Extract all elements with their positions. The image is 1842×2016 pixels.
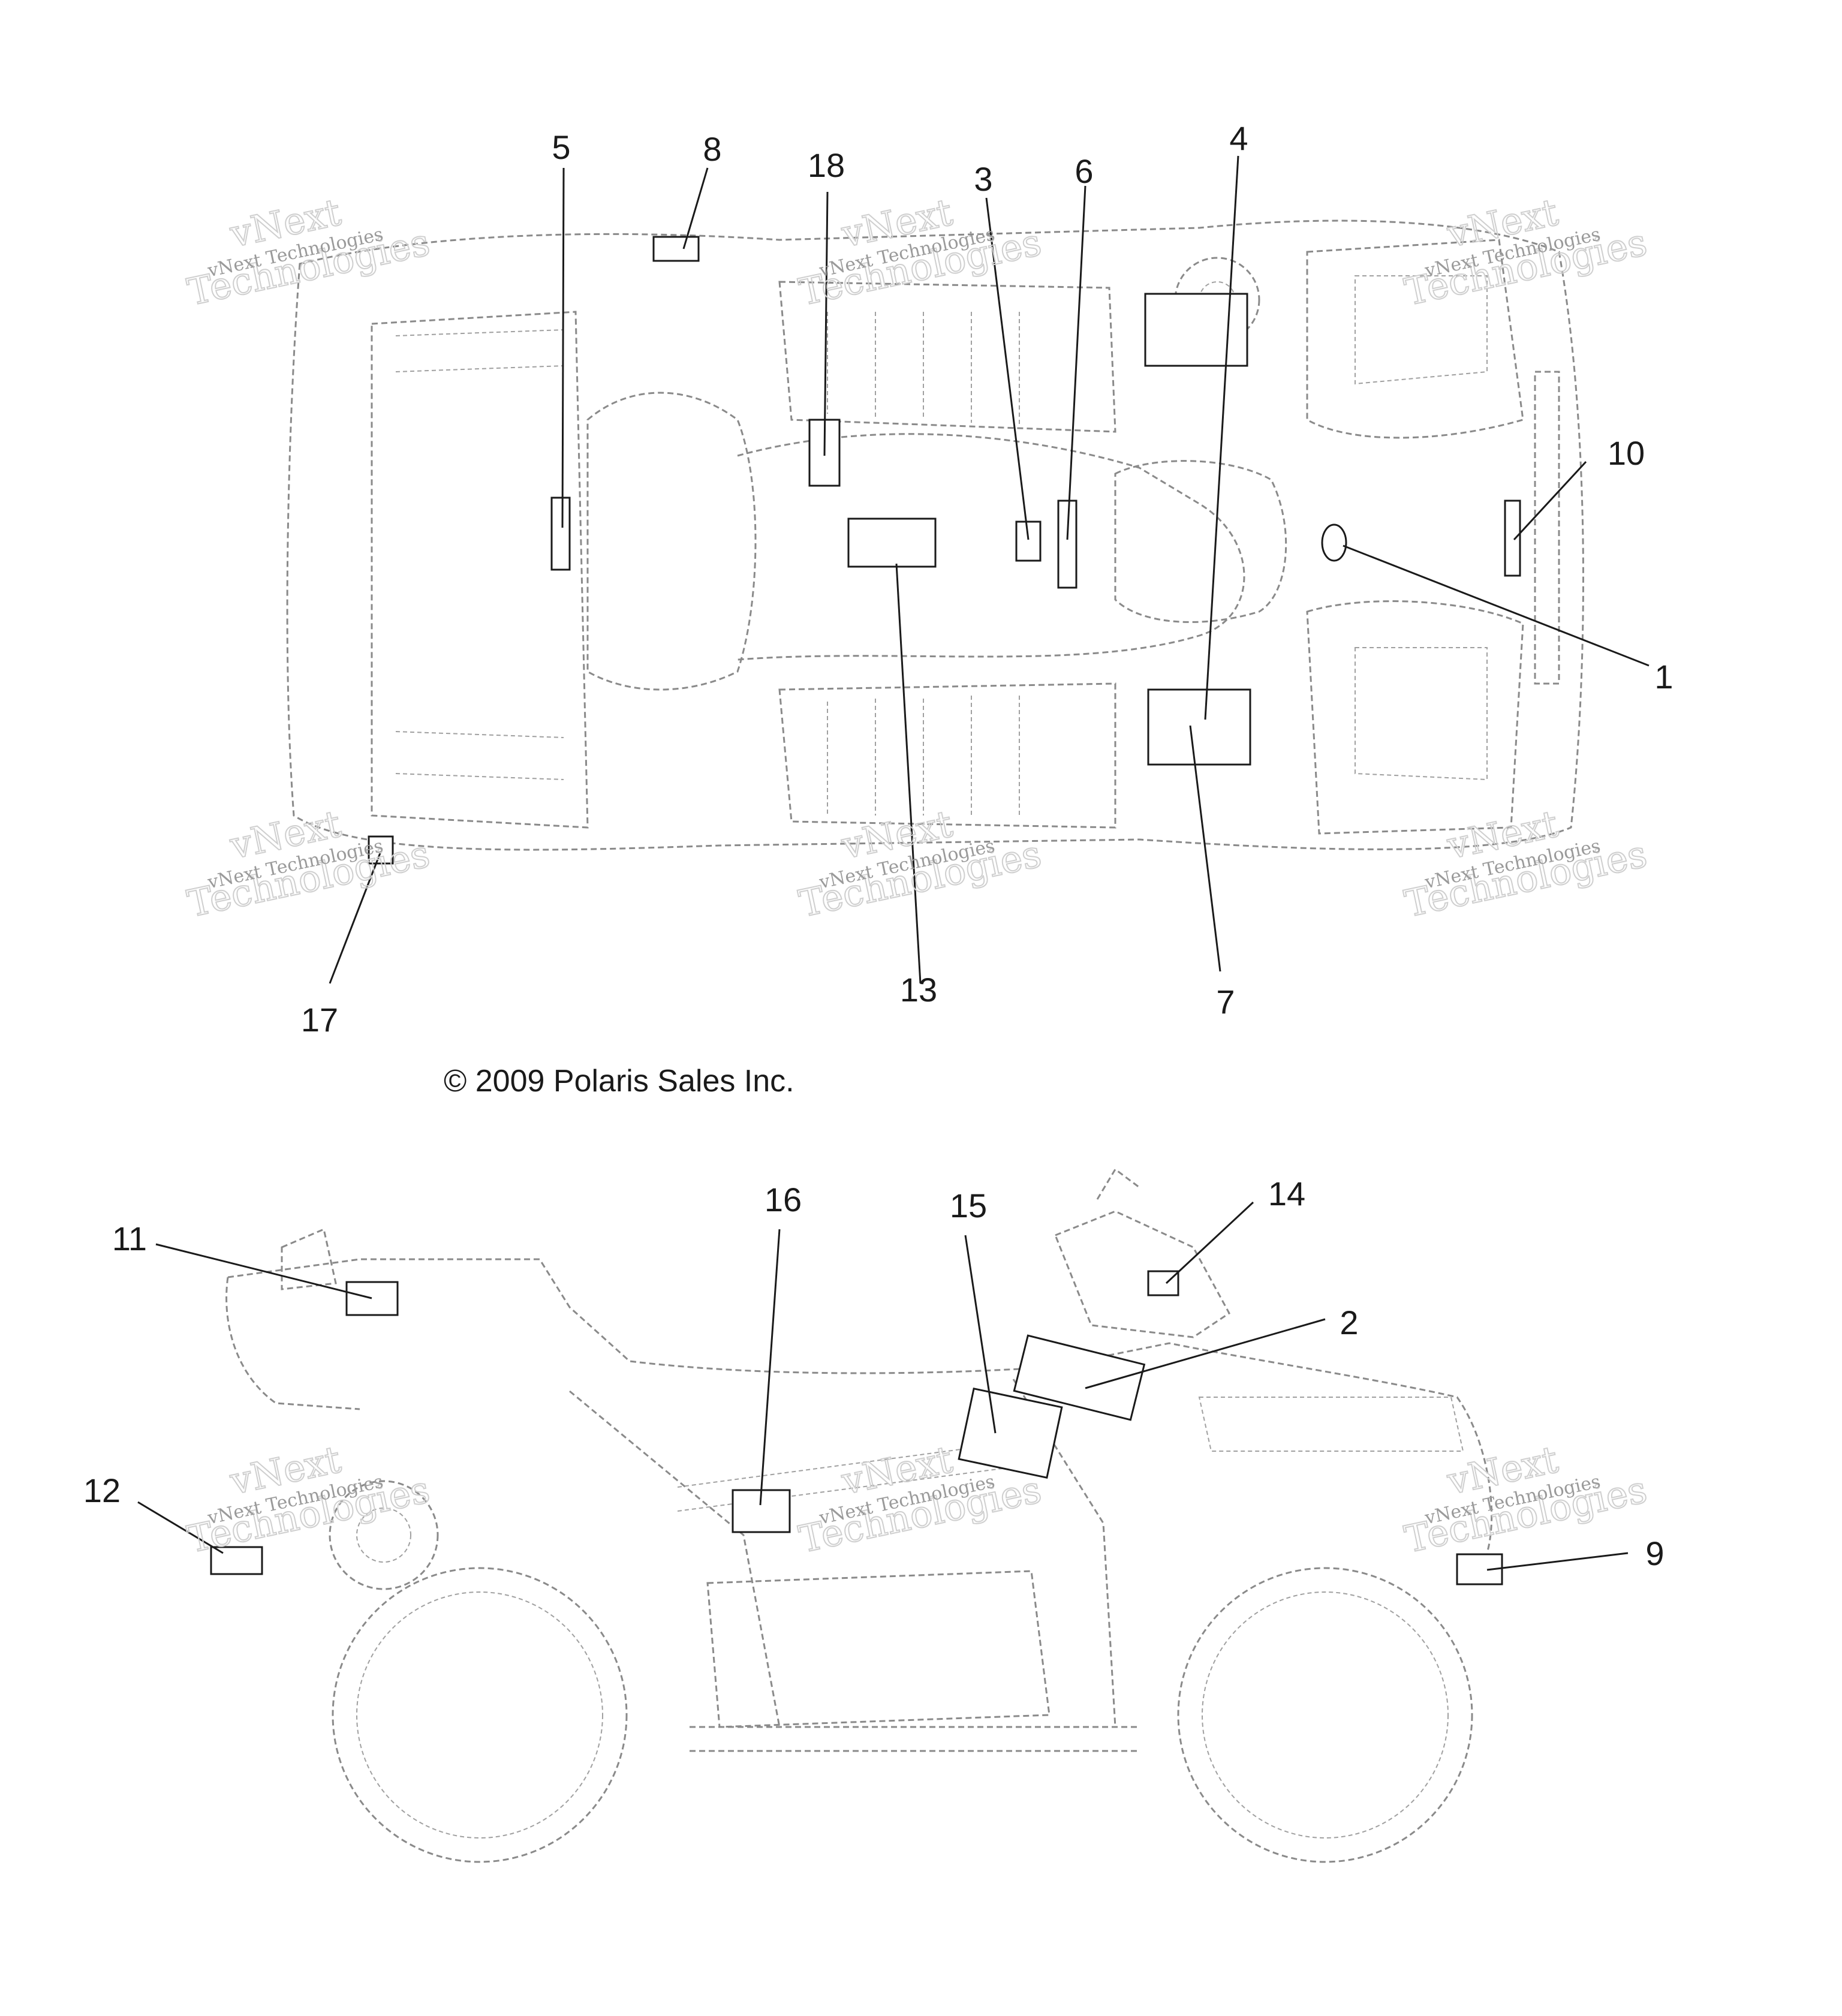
callout-13: 13 bbox=[900, 971, 937, 1009]
decal-13 bbox=[847, 517, 937, 568]
decal-6 bbox=[1057, 500, 1077, 589]
side-view-leader-lines bbox=[137, 1201, 1629, 1571]
decal-7 bbox=[1147, 688, 1251, 766]
callout-17: 17 bbox=[301, 1001, 338, 1039]
watermark-mid-right: vNext Technologies vNext Technologies bbox=[1400, 801, 1651, 926]
top-view-vehicle-outline bbox=[286, 219, 1584, 851]
watermark-bottom-right: vNext Technologies vNext Technologies bbox=[1400, 1437, 1651, 1562]
top-view-decals bbox=[368, 236, 1521, 865]
decal-8 bbox=[652, 236, 700, 262]
callout-14: 14 bbox=[1268, 1175, 1305, 1212]
callout-3: 3 bbox=[974, 160, 992, 198]
decal-11 bbox=[345, 1281, 399, 1316]
callout-8: 8 bbox=[703, 130, 721, 168]
callout-16: 16 bbox=[765, 1181, 802, 1218]
decal-5 bbox=[550, 497, 571, 571]
decal-1 bbox=[1321, 523, 1347, 562]
callout-11: 11 bbox=[112, 1220, 147, 1257]
decal-10 bbox=[1504, 500, 1521, 577]
callout-18: 18 bbox=[808, 146, 845, 184]
copyright-notice: © 2009 Polaris Sales Inc. bbox=[444, 1064, 794, 1099]
callout-15: 15 bbox=[950, 1187, 987, 1224]
decal-3 bbox=[1015, 520, 1042, 562]
top-view-leader-lines bbox=[329, 155, 1650, 984]
decal-4 bbox=[1144, 293, 1248, 367]
callout-4: 4 bbox=[1229, 119, 1248, 157]
callout-5: 5 bbox=[552, 128, 570, 166]
watermark-mid-left: vNext Technologies vNext Technologies bbox=[183, 801, 434, 926]
watermark-bottom-left: vNext Technologies vNext Technologies bbox=[183, 1437, 434, 1562]
watermark-top-right: vNext Technologies vNext Technologies bbox=[1400, 189, 1651, 315]
side-view-callouts: 11 12 16 15 14 2 9 bbox=[83, 1175, 1665, 1572]
top-view-callouts: 5 8 18 3 6 4 10 1 13 7 17 bbox=[301, 119, 1674, 1039]
watermark-top-center: vNext Technologies vNext Technologies bbox=[794, 189, 1046, 315]
callout-10: 10 bbox=[1608, 434, 1645, 472]
callout-2: 2 bbox=[1340, 1304, 1358, 1341]
callout-12: 12 bbox=[83, 1472, 121, 1509]
decal-17 bbox=[368, 835, 394, 865]
decal-2 bbox=[1013, 1334, 1146, 1421]
callout-7: 7 bbox=[1216, 983, 1235, 1021]
decal-14 bbox=[1147, 1270, 1179, 1296]
callout-9: 9 bbox=[1645, 1534, 1664, 1572]
callout-6: 6 bbox=[1074, 152, 1093, 190]
callout-1: 1 bbox=[1654, 658, 1673, 696]
watermark-top-left: vNext Technologies vNext Technologies bbox=[183, 189, 434, 315]
decal-15 bbox=[958, 1387, 1063, 1479]
